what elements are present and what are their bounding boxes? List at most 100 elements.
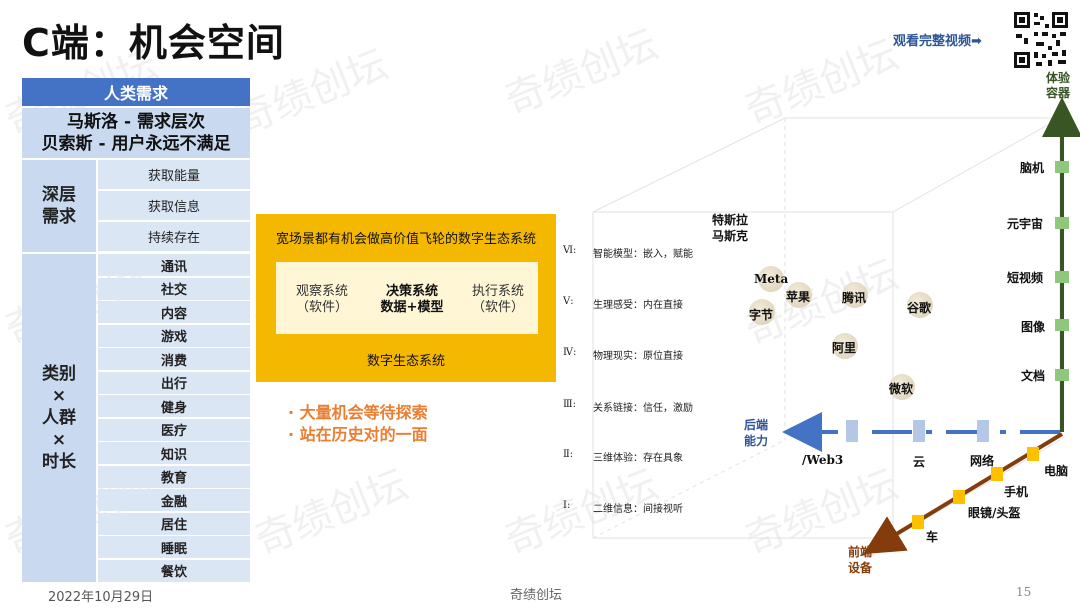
cube-wireframe <box>592 117 1061 539</box>
level-text: 智能模型：嵌入，赋能 <box>593 249 693 260</box>
axis-marker <box>1055 217 1069 229</box>
page-title: C端：机会空间 <box>22 21 285 65</box>
frontend-markers <box>912 447 1039 529</box>
experience-markers <box>1055 161 1069 381</box>
container-item: 元宇宙 <box>1007 217 1044 231</box>
label-line: 设备 <box>848 561 873 575</box>
company-google: 谷歌 <box>907 301 932 315</box>
backend-item: /Web3 <box>802 453 844 467</box>
level-number: Ⅱ: <box>563 449 574 460</box>
category-item: 消费 <box>98 348 250 370</box>
company-bubble <box>786 282 812 308</box>
label-line: × <box>51 430 67 450</box>
company-tencent: 腾讯 <box>842 291 867 305</box>
company-bubble <box>889 374 915 400</box>
watch-video-link[interactable]: 观看完整视频➡ <box>893 34 982 49</box>
ecosystem-footer: 数字生态系统 <box>366 354 445 369</box>
category-item: 出行 <box>98 371 250 394</box>
company-apple: 苹果 <box>786 290 811 304</box>
execute-line: （软件） <box>471 300 524 315</box>
backend-markers <box>846 420 989 442</box>
observe-line: 观察系统 <box>295 284 348 299</box>
container-item: 脑机 <box>1020 161 1045 175</box>
backend-item: 网络 <box>970 454 995 468</box>
backend-label: 后端 能力 <box>744 417 768 449</box>
label-line: 前端 <box>848 545 873 559</box>
company-bytedance: 字节 <box>749 308 774 322</box>
company-line: 特斯拉 <box>712 213 749 227</box>
label-line: 后端 <box>744 418 769 432</box>
category-item: 内容 <box>98 301 250 323</box>
container-label: 体验 容器 <box>1046 71 1070 101</box>
bullet-2: · 站在历史对的一面 <box>288 425 428 444</box>
category-item: 知识 <box>98 442 250 464</box>
container-item: 文档 <box>1021 369 1046 383</box>
company-line: 马斯克 <box>712 229 749 243</box>
label-line: 容器 <box>1046 86 1071 100</box>
category-item: 金融 <box>98 489 250 511</box>
label-line: 需求 <box>42 207 76 227</box>
deep-need-item: 获取信息 <box>98 191 250 220</box>
category-item: 餐饮 <box>98 559 250 582</box>
label-line: 体验 <box>1046 71 1071 85</box>
label-line: × <box>51 386 67 406</box>
level-text: 物理现实：原位直接 <box>593 351 683 362</box>
company-bubble <box>832 333 858 359</box>
level-text: 三维体验：存在具象 <box>593 453 683 464</box>
frontend-item: 车 <box>926 530 939 544</box>
label-line: 人群 <box>42 408 76 428</box>
axis-marker <box>1055 161 1069 173</box>
level-text: 二维信息：间接视听 <box>593 504 683 515</box>
category-item: 居住 <box>98 512 250 535</box>
company-bubble <box>758 266 784 292</box>
date-label: 2022年10月29日 <box>48 590 154 605</box>
sub-line: 马斯洛 - 需求层次 <box>67 112 205 132</box>
footer-org: 奇绩创坛 <box>510 588 563 603</box>
axis-marker <box>977 420 989 442</box>
level-text: 生理感受：内在直接 <box>593 300 683 311</box>
company-alibaba: 阿里 <box>832 341 857 355</box>
deep-needs-label: 深层 需求 <box>22 160 96 252</box>
label-line: 深层 <box>42 185 76 205</box>
qr-code-icon[interactable] <box>1012 10 1070 70</box>
category-item: 医疗 <box>98 418 250 441</box>
container-item: 短视频 <box>1007 271 1044 285</box>
axis-marker <box>1027 447 1039 461</box>
decide-line: 决策系统 <box>385 284 438 299</box>
axis-marker <box>1055 271 1069 283</box>
level-number: Ⅰ: <box>563 500 571 511</box>
level-number: Ⅲ: <box>563 399 577 410</box>
ecosystem-inner <box>276 262 538 334</box>
decide-system: 决策系统 数据+模型 <box>370 284 454 316</box>
frontend-item: 眼镜/头盔 <box>968 506 1021 520</box>
company-microsoft: 微软 <box>889 382 914 396</box>
observe-line: （软件） <box>295 300 348 315</box>
level-text: 关系链接：信任，激励 <box>593 403 693 414</box>
execute-system: 执行系统 （软件） <box>460 284 536 316</box>
observe-system: 观察系统 （软件） <box>284 284 360 316</box>
category-item: 睡眠 <box>98 536 250 558</box>
category-item: 教育 <box>98 465 250 488</box>
level-number: Ⅴ: <box>563 296 574 307</box>
company-meta: Meta <box>754 272 789 286</box>
frontend-item: 手机 <box>1004 485 1029 499</box>
category-label: 类别 × 人群 × 时长 <box>22 254 96 582</box>
level-number: Ⅳ: <box>563 347 577 358</box>
container-item: 图像 <box>1021 320 1046 334</box>
label-line: 时长 <box>42 452 76 472</box>
label-line: 能力 <box>744 434 769 448</box>
company-bubble <box>749 299 775 325</box>
decide-line: 数据+模型 <box>380 300 444 315</box>
deep-need-item: 持续存在 <box>98 222 250 251</box>
category-item: 社交 <box>98 277 250 300</box>
backend-item: 云 <box>913 455 926 469</box>
axis-marker <box>912 515 924 529</box>
axis-marker <box>1055 319 1069 331</box>
axis-marker <box>1055 369 1069 381</box>
level-number: Ⅵ: <box>563 245 577 256</box>
ecosystem-title: 宽场景都有机会做高价值飞轮的数字生态系统 <box>275 232 536 247</box>
table-header: 人类需求 <box>22 78 250 106</box>
execute-line: 执行系统 <box>471 284 524 299</box>
frontend-label: 前端 设备 <box>848 544 872 576</box>
